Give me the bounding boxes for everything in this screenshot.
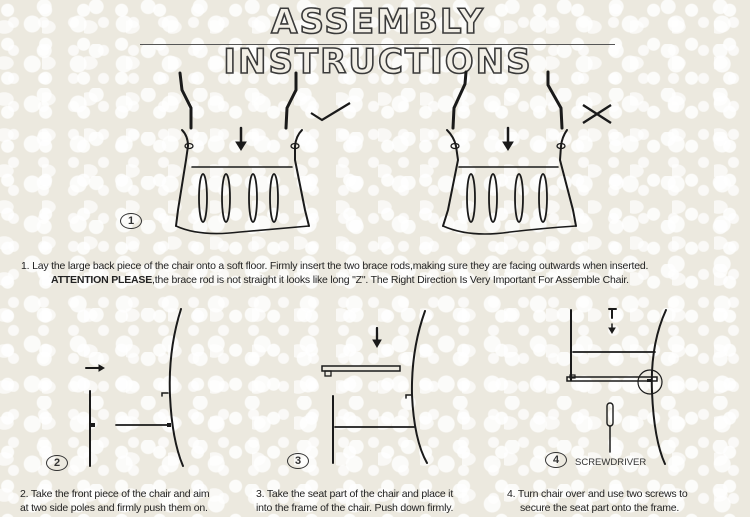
- step1-instruction-line1: 1. Lay the large back piece of the chair…: [21, 260, 649, 272]
- screwdriver-label: SCREWDRIVER: [575, 457, 647, 468]
- step4-caption-line2: secure the seat part onto the frame.: [520, 502, 680, 514]
- step3-caption-line2: into the frame of the chair. Push down f…: [256, 502, 454, 514]
- step2-number-badge: 2: [46, 455, 68, 471]
- step3-diagram: [321, 310, 428, 464]
- step2-caption-line2: at two side poles and firmly push them o…: [20, 502, 208, 514]
- step2-diagram: [85, 308, 184, 467]
- step1-correct-diagram: [175, 71, 351, 235]
- title-divider: [140, 44, 615, 45]
- step3-number-badge: 3: [287, 453, 309, 469]
- step1-incorrect-diagram: [442, 70, 612, 235]
- step2-caption-line1: 2. Take the front piece of the chair and…: [20, 488, 210, 500]
- step4-number-badge: 4: [545, 452, 567, 468]
- step1-instruction-line2: ATTENTION PLEASE,the brace rod is not st…: [51, 273, 629, 287]
- step4-caption: 4. Turn chair over and use two screws to…: [507, 487, 688, 515]
- cross-icon: [582, 103, 612, 125]
- step3-caption: 3. Take the seat part of the chair and p…: [256, 487, 453, 515]
- step2-caption: 2. Take the front piece of the chair and…: [20, 487, 210, 515]
- step1-number-badge: 1: [120, 213, 142, 229]
- step4-caption-line1: 4. Turn chair over and use two screws to: [507, 488, 688, 500]
- attention-label: ATTENTION PLEASE: [51, 274, 153, 286]
- step1-attention-text: ,the brace rod is not straight it looks …: [152, 274, 629, 286]
- step3-caption-line1: 3. Take the seat part of the chair and p…: [256, 488, 454, 500]
- check-icon: [310, 102, 351, 122]
- page-title: ASSEMBLY INSTRUCTIONS: [223, 1, 533, 83]
- step4-diagram: [566, 308, 667, 465]
